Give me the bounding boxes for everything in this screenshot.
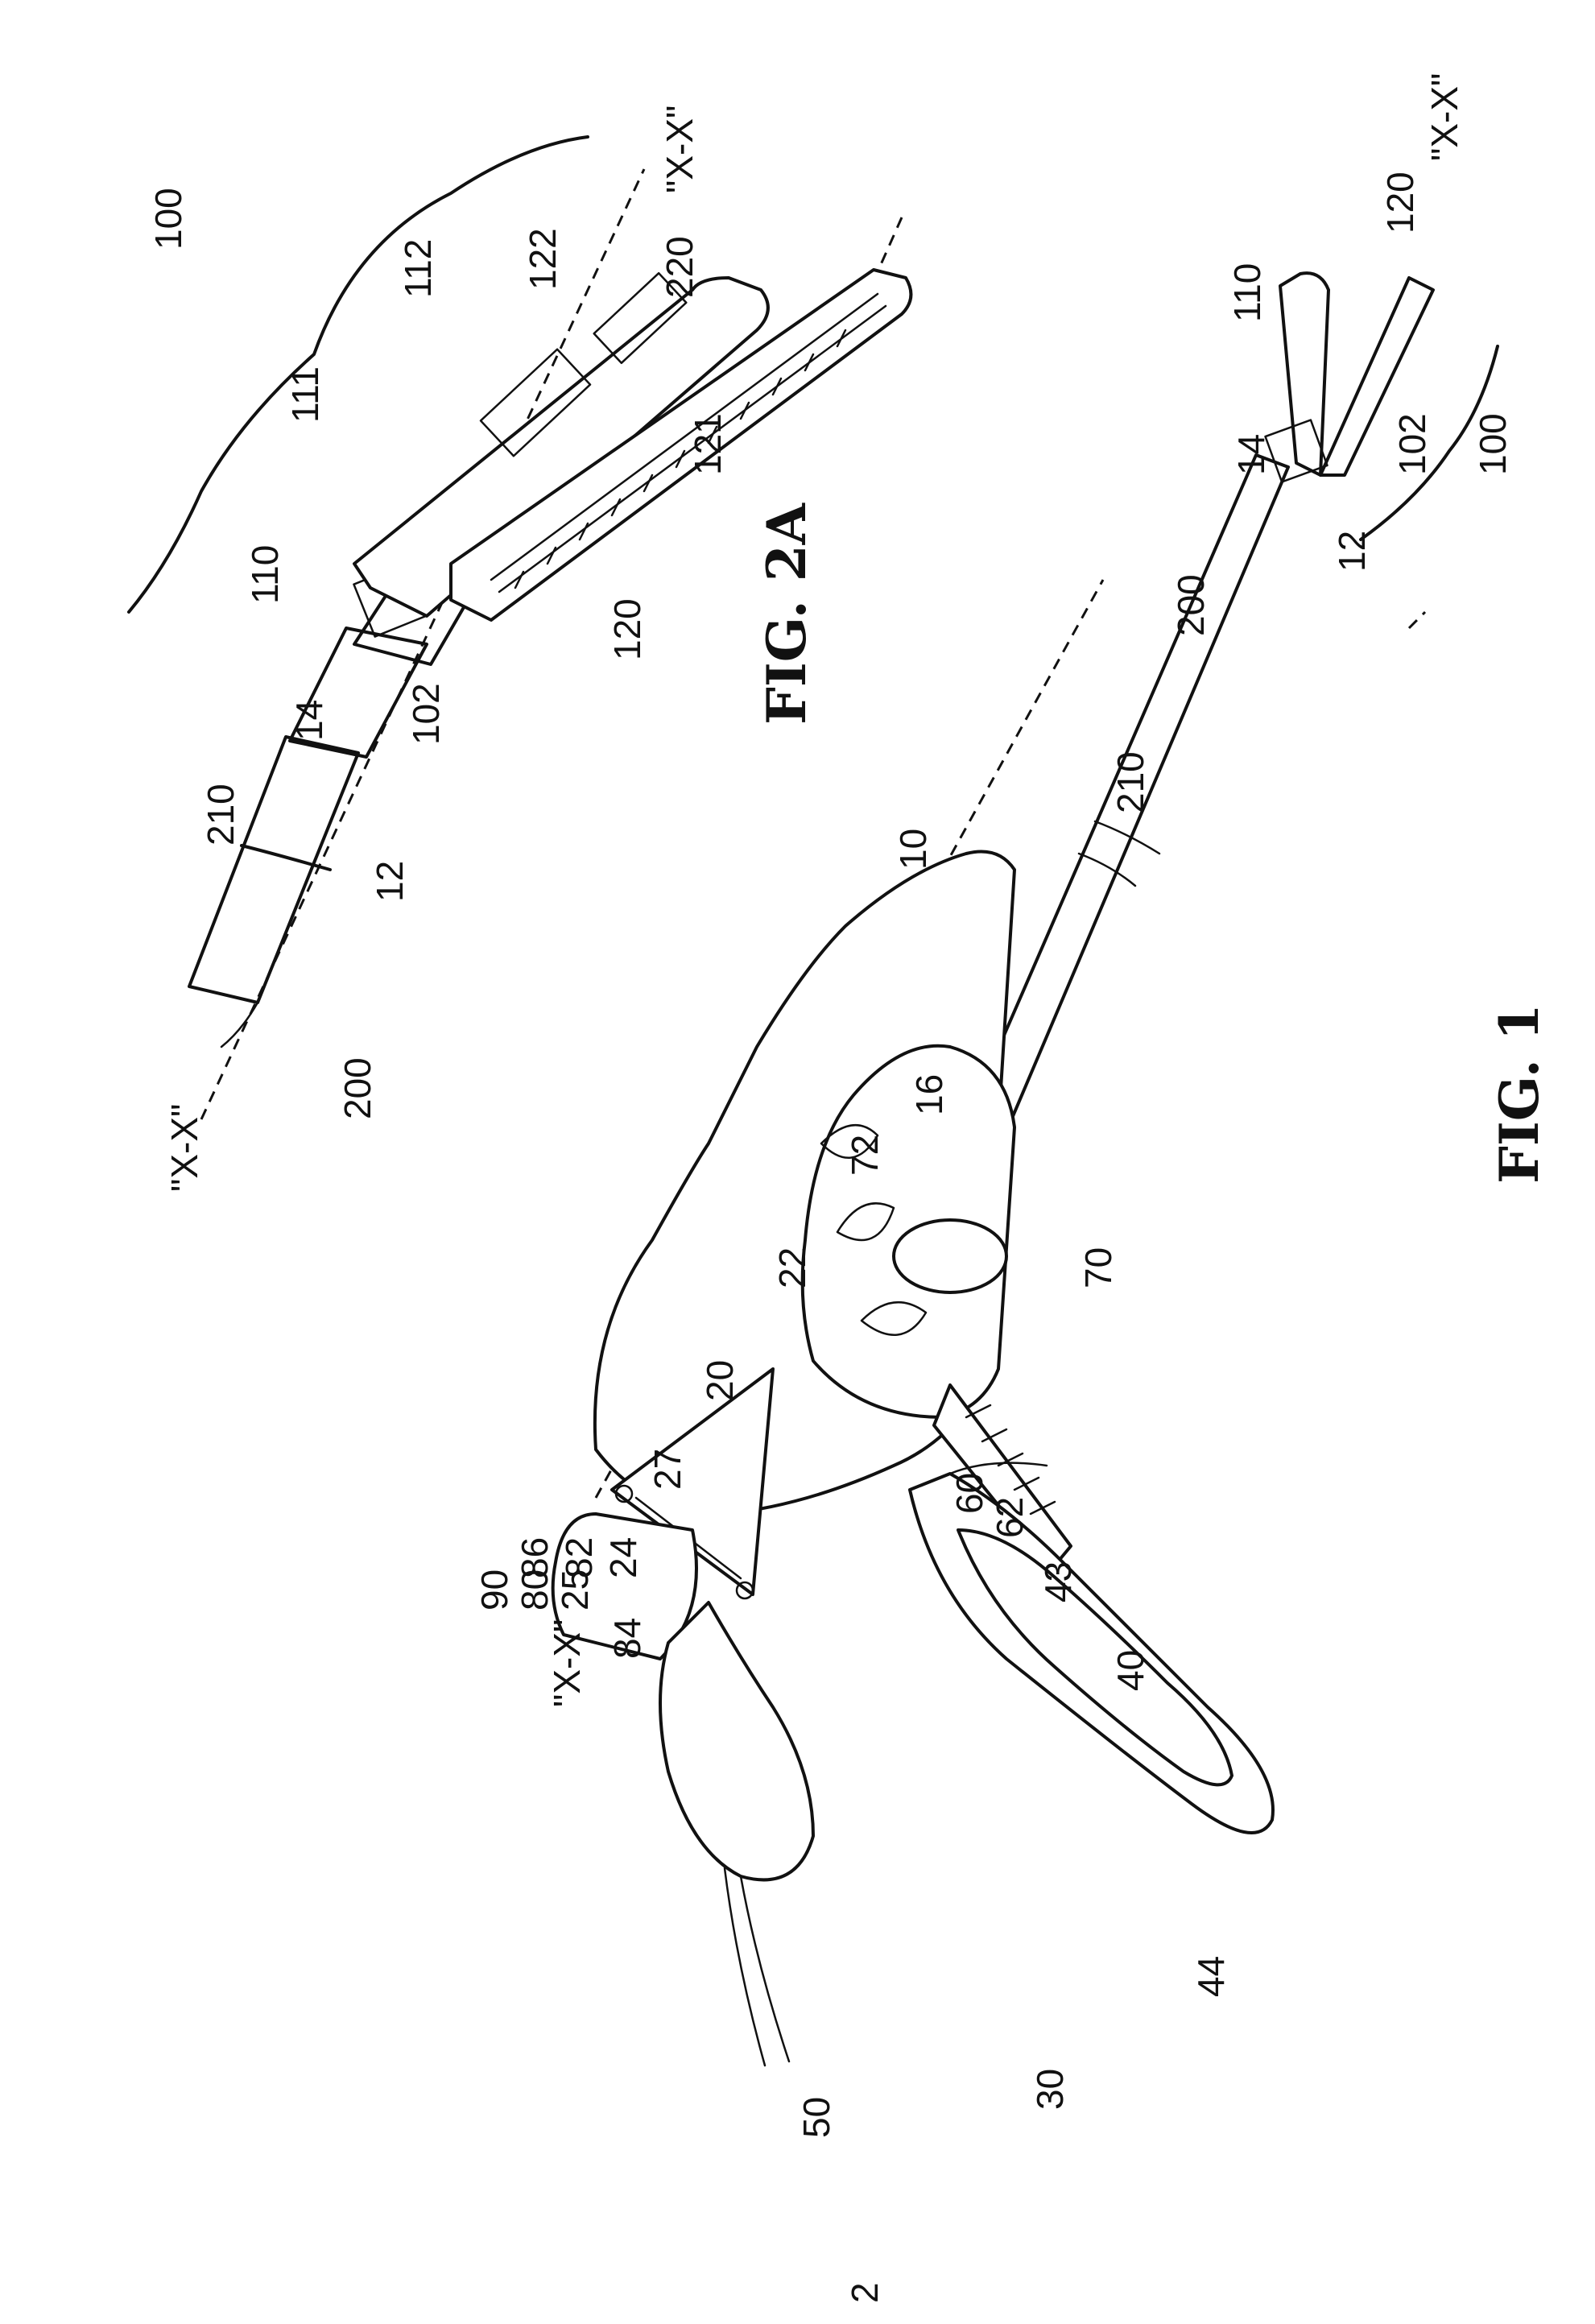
label-220-fig2a: 220 [659,236,700,298]
label-14-fig2a: 14 [288,700,330,741]
label-16: 16 [908,1074,950,1115]
label-110-fig1: 110 [1226,263,1268,322]
label-200-fig1: 200 [1170,574,1212,636]
label-90: 90 [473,1569,515,1611]
label-44: 44 [1190,1956,1232,1997]
caption-fig-2a: FIG. 2A [755,502,818,725]
label-10: 10 [892,829,934,870]
label-120-fig2a: 120 [606,598,648,660]
label-30: 30 [1029,2069,1071,2110]
jaw-110-fig1 [1280,273,1328,475]
label-24: 24 [602,1537,644,1578]
label-102-fig1: 102 [1391,413,1433,475]
axis-label-fig2a-right: "X-X" [659,105,700,193]
label-70: 70 [1077,1247,1119,1288]
label-60: 60 [948,1473,990,1514]
label-200-fig2a: 200 [337,1057,378,1119]
label-20: 20 [699,1360,741,1401]
label-121-fig2a: 121 [687,413,729,475]
label-84: 84 [606,1618,648,1659]
label-210-fig2a: 210 [200,784,242,846]
label-25: 25 [554,1569,596,1611]
label-122-fig2a: 122 [522,228,564,290]
label-112-fig2a: 112 [397,239,439,298]
label-120-fig1: 120 [1379,172,1421,234]
shaft-210-fig2a [189,737,358,1003]
label-62: 62 [989,1497,1031,1538]
label-110-fig2a: 110 [244,545,286,604]
label-43: 43 [1037,1561,1079,1602]
label-2: 2 [844,2282,886,2303]
axis-label-fig1-left: "X-X" [546,1619,588,1707]
axis-label-fig2a-left: "X-X" [163,1104,205,1192]
label-100-fig2a: 100 [147,188,189,250]
label-12-fig2a: 12 [369,861,411,902]
axis-label-fig1-right: "X-X" [1424,73,1465,161]
label-111-fig2a: 111 [284,366,326,423]
caption-fig-1: FIG. 1 [1488,1003,1551,1184]
nose-16 [894,1220,1006,1292]
label-12-fig1: 12 [1331,531,1373,572]
fixed-handle-50 [660,1602,813,1879]
label-210-fig1: 210 [1109,751,1151,813]
label-22: 22 [771,1247,813,1288]
cable-2 [725,1868,789,2066]
label-27: 27 [647,1449,688,1490]
label-80: 80 [514,1569,556,1611]
grip-loop-44 [958,1530,1232,1784]
label-40: 40 [1109,1650,1151,1691]
label-14-fig1: 14 [1230,434,1272,475]
label-100-fig1: 100 [1472,413,1514,475]
label-50: 50 [795,2097,837,2138]
label-102-fig2a: 102 [405,683,447,745]
label-72: 72 [844,1135,886,1176]
